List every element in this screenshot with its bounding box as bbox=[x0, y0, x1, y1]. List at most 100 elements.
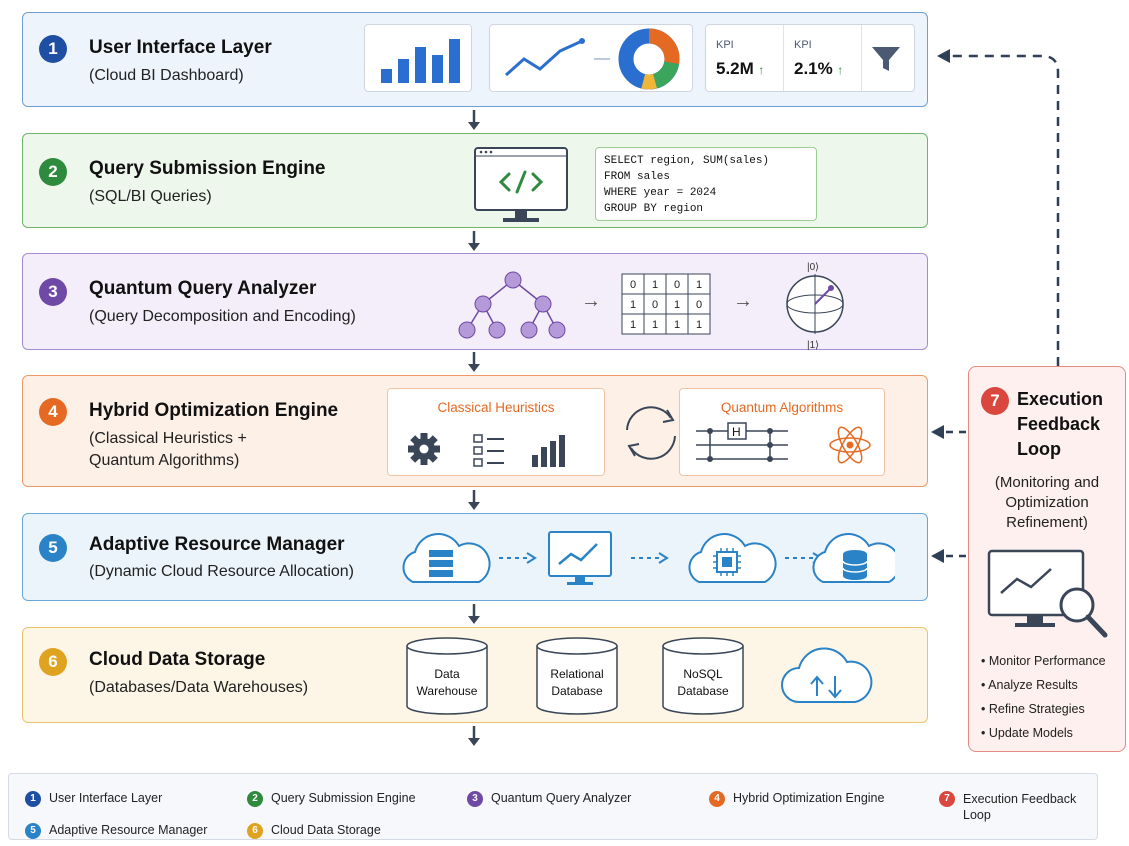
flow-arrow bbox=[468, 352, 480, 372]
quantum-algorithms-panel: Quantum Algorithms H bbox=[679, 388, 885, 476]
matrix-cell-value: 1 bbox=[696, 279, 702, 291]
legend-badge: 7 bbox=[939, 791, 955, 807]
layer-subtitle: (SQL/BI Queries) bbox=[89, 188, 212, 205]
bullet-item: • Refine Strategies bbox=[981, 702, 1085, 716]
layer-title: Quantum Query Analyzer bbox=[89, 278, 317, 299]
legend: 1 User Interface Layer 2 Query Submissio… bbox=[8, 773, 1098, 840]
sql-query-box: SELECT region, SUM(sales) FROM sales WHE… bbox=[595, 147, 817, 221]
legend-label: Hybrid Optimization Engine bbox=[733, 791, 885, 805]
legend-item-5: 5 Adaptive Resource Manager bbox=[25, 823, 207, 839]
cloud-database-icon bbox=[812, 533, 895, 583]
checklist-icon bbox=[473, 434, 504, 467]
step-badge-5: 5 bbox=[39, 534, 67, 562]
step-badge-2: 2 bbox=[39, 158, 67, 186]
legend-badge: 6 bbox=[247, 823, 263, 839]
bar-chart-widget bbox=[364, 24, 472, 92]
flow-arrow bbox=[468, 726, 480, 746]
matrix-cell-value: 0 bbox=[630, 279, 636, 291]
kpi-value: 2.1% bbox=[794, 59, 833, 78]
kpi-card-2: KPI 2.1% ↑ bbox=[784, 25, 862, 91]
layer-user-interface: 1 User Interface Layer (Cloud BI Dashboa… bbox=[22, 12, 928, 107]
sql-line: GROUP BY region bbox=[604, 203, 704, 215]
ket-zero-label: |0⟩ bbox=[807, 262, 819, 273]
kpi-label: KPI bbox=[716, 39, 734, 51]
flow-arrow bbox=[468, 110, 480, 130]
arrow-right-icon: → bbox=[581, 290, 601, 312]
matrix-cell-value: 1 bbox=[674, 319, 680, 331]
cloud-sync-icon bbox=[781, 647, 873, 703]
matrix-cell-value: 1 bbox=[674, 299, 680, 311]
monitor-chart-icon bbox=[548, 531, 612, 585]
legend-label: User Interface Layer bbox=[49, 791, 163, 805]
cloud-cpu-icon bbox=[688, 533, 777, 583]
donut-chart-icon bbox=[618, 28, 680, 90]
matrix-cell-value: 0 bbox=[696, 299, 702, 311]
sql-line: FROM sales bbox=[604, 171, 671, 183]
kpi-value: 5.2M bbox=[716, 59, 754, 78]
classical-heuristics-panel: Classical Heuristics bbox=[387, 388, 605, 476]
layer-subtitle: (Query Decomposition and Encoding) bbox=[89, 308, 356, 325]
layer-title: Query Submission Engine bbox=[89, 158, 326, 179]
step-badge-4: 4 bbox=[39, 398, 67, 426]
trend-up-icon: ↑ bbox=[758, 63, 765, 77]
bullet-item: • Monitor Performance bbox=[981, 654, 1106, 668]
bullet-item: • Analyze Results bbox=[981, 678, 1078, 692]
line-pie-widget bbox=[489, 24, 693, 92]
matrix-cell-value: 1 bbox=[652, 279, 658, 291]
matrix-cell-value: 1 bbox=[652, 319, 658, 331]
layer-title: Cloud Data Storage bbox=[89, 649, 266, 670]
layer-subtitle-line: (Classical Heuristics + bbox=[89, 430, 247, 447]
layer-title: Adaptive Resource Manager bbox=[89, 534, 345, 555]
cycle-arrows-icon bbox=[626, 406, 676, 460]
database-cylinder-icon bbox=[662, 637, 744, 715]
layer-title: Hybrid Optimization Engine bbox=[89, 400, 339, 421]
matrix-cell bbox=[687, 313, 711, 335]
legend-item-4: 4 Hybrid Optimization Engine bbox=[709, 791, 884, 807]
layer-subtitle-line: Quantum Algorithms) bbox=[89, 452, 240, 469]
layer-hybrid-optimization: 4 Hybrid Optimization Engine (Classical … bbox=[22, 375, 928, 487]
kpi-widget: KPI 5.2M ↑ KPI 2.1% ↑ bbox=[705, 24, 915, 92]
filter-icon bbox=[872, 47, 900, 71]
layer-title: User Interface Layer bbox=[89, 37, 272, 58]
layer-subtitle: (Dynamic Cloud Resource Allocation) bbox=[89, 563, 354, 580]
line-chart-icon bbox=[505, 38, 585, 77]
kpi-label: KPI bbox=[794, 39, 812, 51]
sql-line: WHERE year = 2024 bbox=[604, 187, 717, 199]
matrix-cell-value: 0 bbox=[674, 279, 680, 291]
matrix-cell-value: 0 bbox=[652, 299, 658, 311]
cloud-server-icon bbox=[402, 533, 491, 583]
arrow-right-icon: → bbox=[733, 290, 753, 312]
legend-badge: 2 bbox=[247, 791, 263, 807]
legend-badge: 3 bbox=[467, 791, 483, 807]
flow-arrow bbox=[468, 490, 480, 510]
quantum-algorithms-label: Quantum Algorithms bbox=[720, 400, 844, 415]
legend-label: Adaptive Resource Manager bbox=[49, 823, 208, 837]
bullet-item: • Update Models bbox=[981, 726, 1073, 740]
legend-badge: 1 bbox=[25, 791, 41, 807]
legend-badge: 5 bbox=[25, 823, 41, 839]
step-badge-6: 6 bbox=[39, 648, 67, 676]
legend-item-1: 1 User Interface Layer bbox=[25, 791, 162, 807]
legend-item-7: 7 Execution Feedback Loop bbox=[939, 791, 1076, 823]
bar-chart-icon bbox=[532, 435, 565, 467]
flow-arrow bbox=[468, 231, 480, 251]
matrix-cell-value: 1 bbox=[630, 319, 636, 331]
dashed-arrow-icon bbox=[631, 552, 669, 564]
dashed-arrow-icon bbox=[499, 552, 537, 564]
legend-label: Execution Feedback Loop bbox=[963, 792, 1077, 822]
query-tree-icon bbox=[458, 271, 566, 339]
legend-badge: 4 bbox=[709, 791, 725, 807]
ket-one-label: |1⟩ bbox=[807, 340, 819, 350]
sql-line: SELECT region, SUM(sales) bbox=[604, 155, 770, 167]
matrix-cell-value: 1 bbox=[696, 319, 702, 331]
database-cylinder-icon bbox=[406, 637, 488, 715]
gear-icon bbox=[408, 433, 440, 465]
layer-quantum-analyzer: 3 Quantum Query Analyzer (Query Decompos… bbox=[22, 253, 928, 350]
layer-cloud-storage: 6 Cloud Data Storage (Databases/Data War… bbox=[22, 627, 928, 723]
